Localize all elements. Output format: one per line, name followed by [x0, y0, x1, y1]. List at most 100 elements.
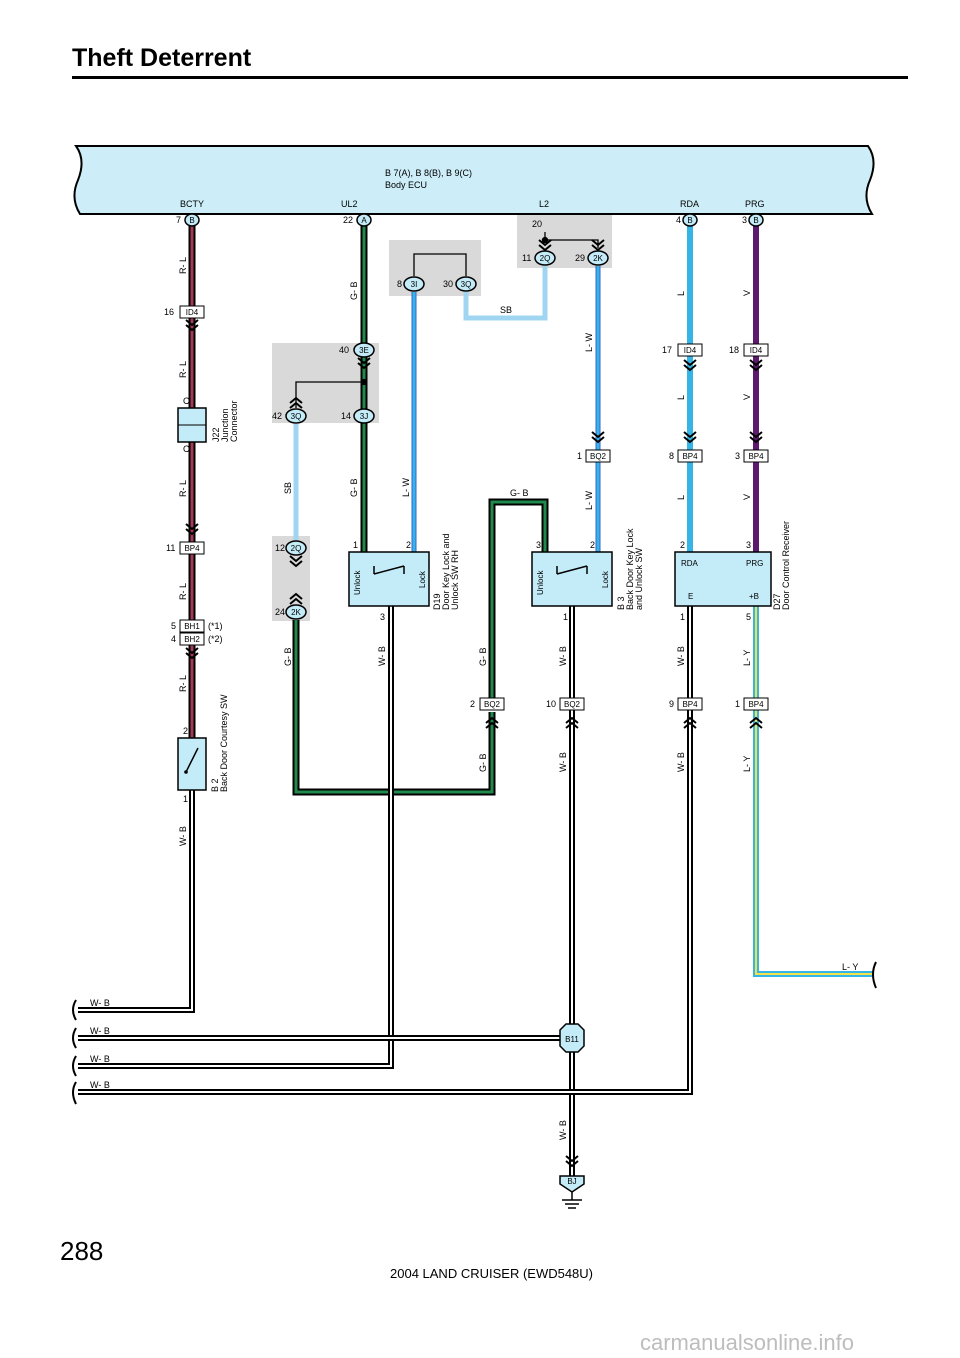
lbl-wb-left-3: W- B [90, 1054, 110, 1064]
conn-3j [353, 408, 375, 424]
pin-9: 9 [669, 699, 674, 709]
conn-bq2-lw-label: BQ2 [590, 452, 607, 461]
conn-bh2-label: BH2 [184, 635, 200, 644]
ecu-terminal-l2: L2 [539, 199, 549, 209]
j22-id: J22 [211, 427, 221, 442]
pin-a-ul2 [356, 213, 372, 227]
conn-bp4-l-label: BP4 [682, 452, 698, 461]
d27-prg: PRG [746, 559, 763, 568]
junction-connectors: 3I 8 3Q 30 2Q 11 2K 29 3E 40 3Q 42 3J 14… [272, 250, 609, 620]
pin-14: 14 [341, 411, 351, 421]
pin-4-bh2: 4 [171, 634, 176, 644]
conn-bp4-rl [179, 541, 205, 555]
lbl-lw-1: L- W [401, 477, 411, 497]
lbl-wb-d27-1: W- B [676, 646, 686, 666]
d19-line1: Door Key Lock and [441, 533, 451, 610]
wire-labels: R- L R- L R- L R- L R- L W- B G- B G- B … [90, 257, 858, 1140]
conn-2q [285, 540, 307, 556]
lbl-wb-b3-2: W- B [558, 752, 568, 772]
conn-id4-l [677, 343, 703, 357]
d27-plus-b: +B [749, 592, 759, 601]
b3-switch: 3 2 1 Unlock Lock B 3 Back Door Key Lock… [531, 528, 644, 622]
conn-id4-rl [179, 305, 205, 319]
b11-splice: B11 [559, 1023, 585, 1053]
pin-1-bq2: 1 [577, 451, 582, 461]
conn-3q [285, 408, 307, 424]
pin-30: 30 [443, 279, 453, 289]
conn-2k-top [587, 250, 609, 266]
lbl-l-1: L [676, 291, 686, 296]
lbl-wb-left-2: W- B [90, 1026, 110, 1036]
lbl-wb-b3-3: W- B [558, 1120, 568, 1140]
conn-3e-label: 3E [359, 346, 369, 355]
b3-pin-3: 3 [536, 540, 541, 550]
pin-10: 10 [546, 699, 556, 709]
pin-4: 4 [676, 215, 681, 225]
d19-line2: Unlock SW RH [450, 550, 460, 610]
lbl-v-1: V [742, 290, 752, 296]
pin-3-bp4: 3 [735, 451, 740, 461]
lbl-gb-1: G- B [349, 281, 359, 300]
page-title: Theft Deterrent [72, 44, 252, 72]
title-rule [72, 76, 908, 79]
pin-b-rda-label: B [687, 216, 692, 225]
note-1: (*1) [208, 621, 223, 631]
wire-w-b-d19 [78, 606, 394, 1069]
lbl-sb-1: SB [283, 482, 293, 494]
b11-label: B11 [565, 1035, 579, 1044]
d19-unlock: Unlock [353, 570, 362, 595]
pin-18: 18 [729, 345, 739, 355]
lbl-ly-1: L- Y [742, 650, 752, 666]
b2-id: B 2 [210, 778, 220, 792]
lbl-v-3: V [742, 494, 752, 500]
b3-line1: Back Door Key Lock [625, 528, 635, 610]
conn-2q-top-label: 2Q [540, 254, 551, 263]
pin-17: 17 [662, 345, 672, 355]
ecu-terminal-prg: PRG [745, 199, 765, 209]
conn-id4-v [743, 343, 769, 357]
d27-e: E [688, 592, 693, 601]
d27-pin-3: 3 [746, 540, 751, 550]
conn-bp4-rl-label: BP4 [184, 544, 200, 553]
body-ecu: B 7(A), B 8(B), B 9(C) Body ECU BCTY UL2… [73, 145, 875, 215]
junction-3e-link [295, 378, 368, 408]
lbl-wb-d27-2: W- B [676, 752, 686, 772]
lbl-v-2: V [742, 394, 752, 400]
d27-receiver: RDA PRG E +B 2 3 1 5 D27 Door Control Re… [674, 521, 791, 622]
lbl-gb-6: G- B [478, 753, 488, 772]
pin-16: 16 [164, 307, 174, 317]
b2-pin-1: 1 [183, 794, 188, 804]
pin-8-bp4: 8 [669, 451, 674, 461]
pin-40: 40 [339, 345, 349, 355]
conn-bp4-v-label: BP4 [748, 452, 764, 461]
pin-24: 24 [275, 607, 285, 617]
lbl-wb-b3-1: W- B [558, 646, 568, 666]
ecu-name: Body ECU [385, 180, 427, 190]
conn-3i-label: 3I [411, 280, 418, 289]
lbl-rl-2: R- L [178, 361, 188, 378]
d19-lock: Lock [418, 570, 427, 588]
pin-3-prg: 3 [742, 215, 747, 225]
pin-5-bh1: 5 [171, 621, 176, 631]
b3-pin-2: 2 [590, 540, 595, 550]
lbl-rl-1: R- L [178, 257, 188, 274]
conn-bp4-ly-label: BP4 [748, 700, 764, 709]
d19-id: D19 [432, 593, 442, 610]
d27-pin-2: 2 [680, 540, 685, 550]
ecu-terminal-rda: RDA [680, 199, 699, 209]
b2-pin-2: 2 [183, 726, 188, 736]
lbl-wb-d19: W- B [377, 646, 387, 666]
lbl-lw-3: L- W [584, 490, 594, 510]
pin-2-bq2: 2 [470, 699, 475, 709]
conn-bh1-label: BH1 [184, 622, 200, 631]
conn-bp4-v [743, 449, 769, 463]
pin-29: 29 [575, 253, 585, 263]
pin-b-prg-label: B [753, 216, 758, 225]
lbl-gb-3: G- B [283, 647, 293, 666]
conn-bp4-ly [743, 697, 769, 711]
bj-ground: BJ [559, 1175, 585, 1209]
conn-3i [403, 276, 425, 292]
conn-3j-label: 3J [360, 412, 368, 421]
lbl-wb-b2: W- B [178, 826, 188, 846]
pin-22: 22 [343, 215, 353, 225]
